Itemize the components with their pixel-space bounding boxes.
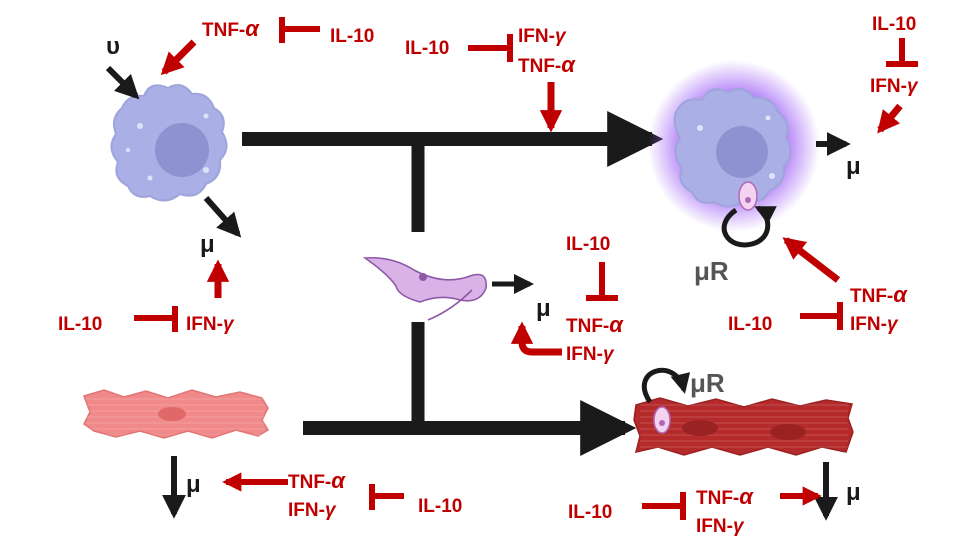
tnf-alpha-label: TNF-α [202,16,260,41]
il10-label: IL-10 [568,502,612,523]
activated-macrophage-cell [648,60,820,232]
ifn-gamma-label: IFN-γ [186,314,235,335]
il10-label: IL-10 [418,496,462,517]
tnf-to-macrophage-arrow [160,39,197,76]
ifn-to-activated-arrow [877,103,903,134]
tnf-ifn-to-replication-arrow [782,237,841,283]
replication-loops [641,205,777,404]
mu-label-infected-cardio: μ [846,479,861,506]
upsilon-label: υ [106,33,120,60]
inhibition-il10-ifn-topright [886,38,918,67]
cardiomyocyte-infected [633,397,854,456]
mu-label-healthy-cardio: μ [186,471,201,498]
ifn-gamma-label: IFN-γ [518,26,567,47]
il10-label: IL-10 [728,314,772,335]
intracellular-amastigote [738,181,758,211]
inhibition-bars [134,17,918,520]
tnf-alpha-label: TNF-α [288,468,346,493]
symbol-labels: υ μ μ μ μ μ μR μR [106,33,861,506]
ifn-feedback-arrow [510,321,562,356]
il10-label: IL-10 [405,38,449,59]
red-activation-arrows [160,39,903,506]
cytokine-labels: TNF-α IL-10 IL-10 IFN-γ TNF-α IL-10 IFN-… [58,14,919,537]
il10-label: IL-10 [58,314,102,335]
il10-label: IL-10 [872,14,916,35]
mu-arrows [105,65,851,521]
mu-r-label-macrophage: μR [694,256,729,286]
mu-label-activated: μ [846,153,861,180]
inhibition-il10-tnf-center [586,262,618,301]
ifn-gamma-label: IFN-γ [288,500,337,521]
tnf-alpha-label: TNF-α [850,282,908,307]
tnf-alpha-label: TNF-α [518,52,576,77]
mu-r-label-cardio: μR [690,368,725,398]
inhibition-il10-ifn-left [134,306,178,332]
ifn-gamma-label: IFN-γ [850,314,899,335]
tnf-alpha-label: TNF-α [696,484,754,509]
mu-label-macrophage: μ [200,231,215,258]
tnf-alpha-label: TNF-α [566,312,624,337]
macrophage-cell [110,84,228,202]
il10-label: IL-10 [330,26,374,47]
main-pathway [242,111,664,456]
ifn-gamma-label: IFN-γ [566,344,615,365]
inhibition-il10-tnf-topleft [279,17,320,43]
inhibition-il10-tnf-ifn-bottomleft [369,484,404,510]
mu-label-parasite: μ [536,295,551,322]
upsilon-arrow [105,65,140,100]
trypanosome-parasite [362,256,487,321]
replication-loop-cardio [641,367,691,404]
inhibition-il10-tnf-ifn-bottomright [642,492,686,520]
inhibition-il10-ifn-tnf-top [468,34,513,62]
inhibition-il10-tnf-ifn-right [800,302,843,330]
ifn-gamma-label: IFN-γ [870,76,919,97]
il10-label: IL-10 [566,234,610,255]
ifn-gamma-label: IFN-γ [696,516,745,537]
cardiomyocyte-healthy [83,389,270,439]
mu-arrow-macrophage [203,196,242,238]
replication-loop-macrophage [721,205,777,248]
